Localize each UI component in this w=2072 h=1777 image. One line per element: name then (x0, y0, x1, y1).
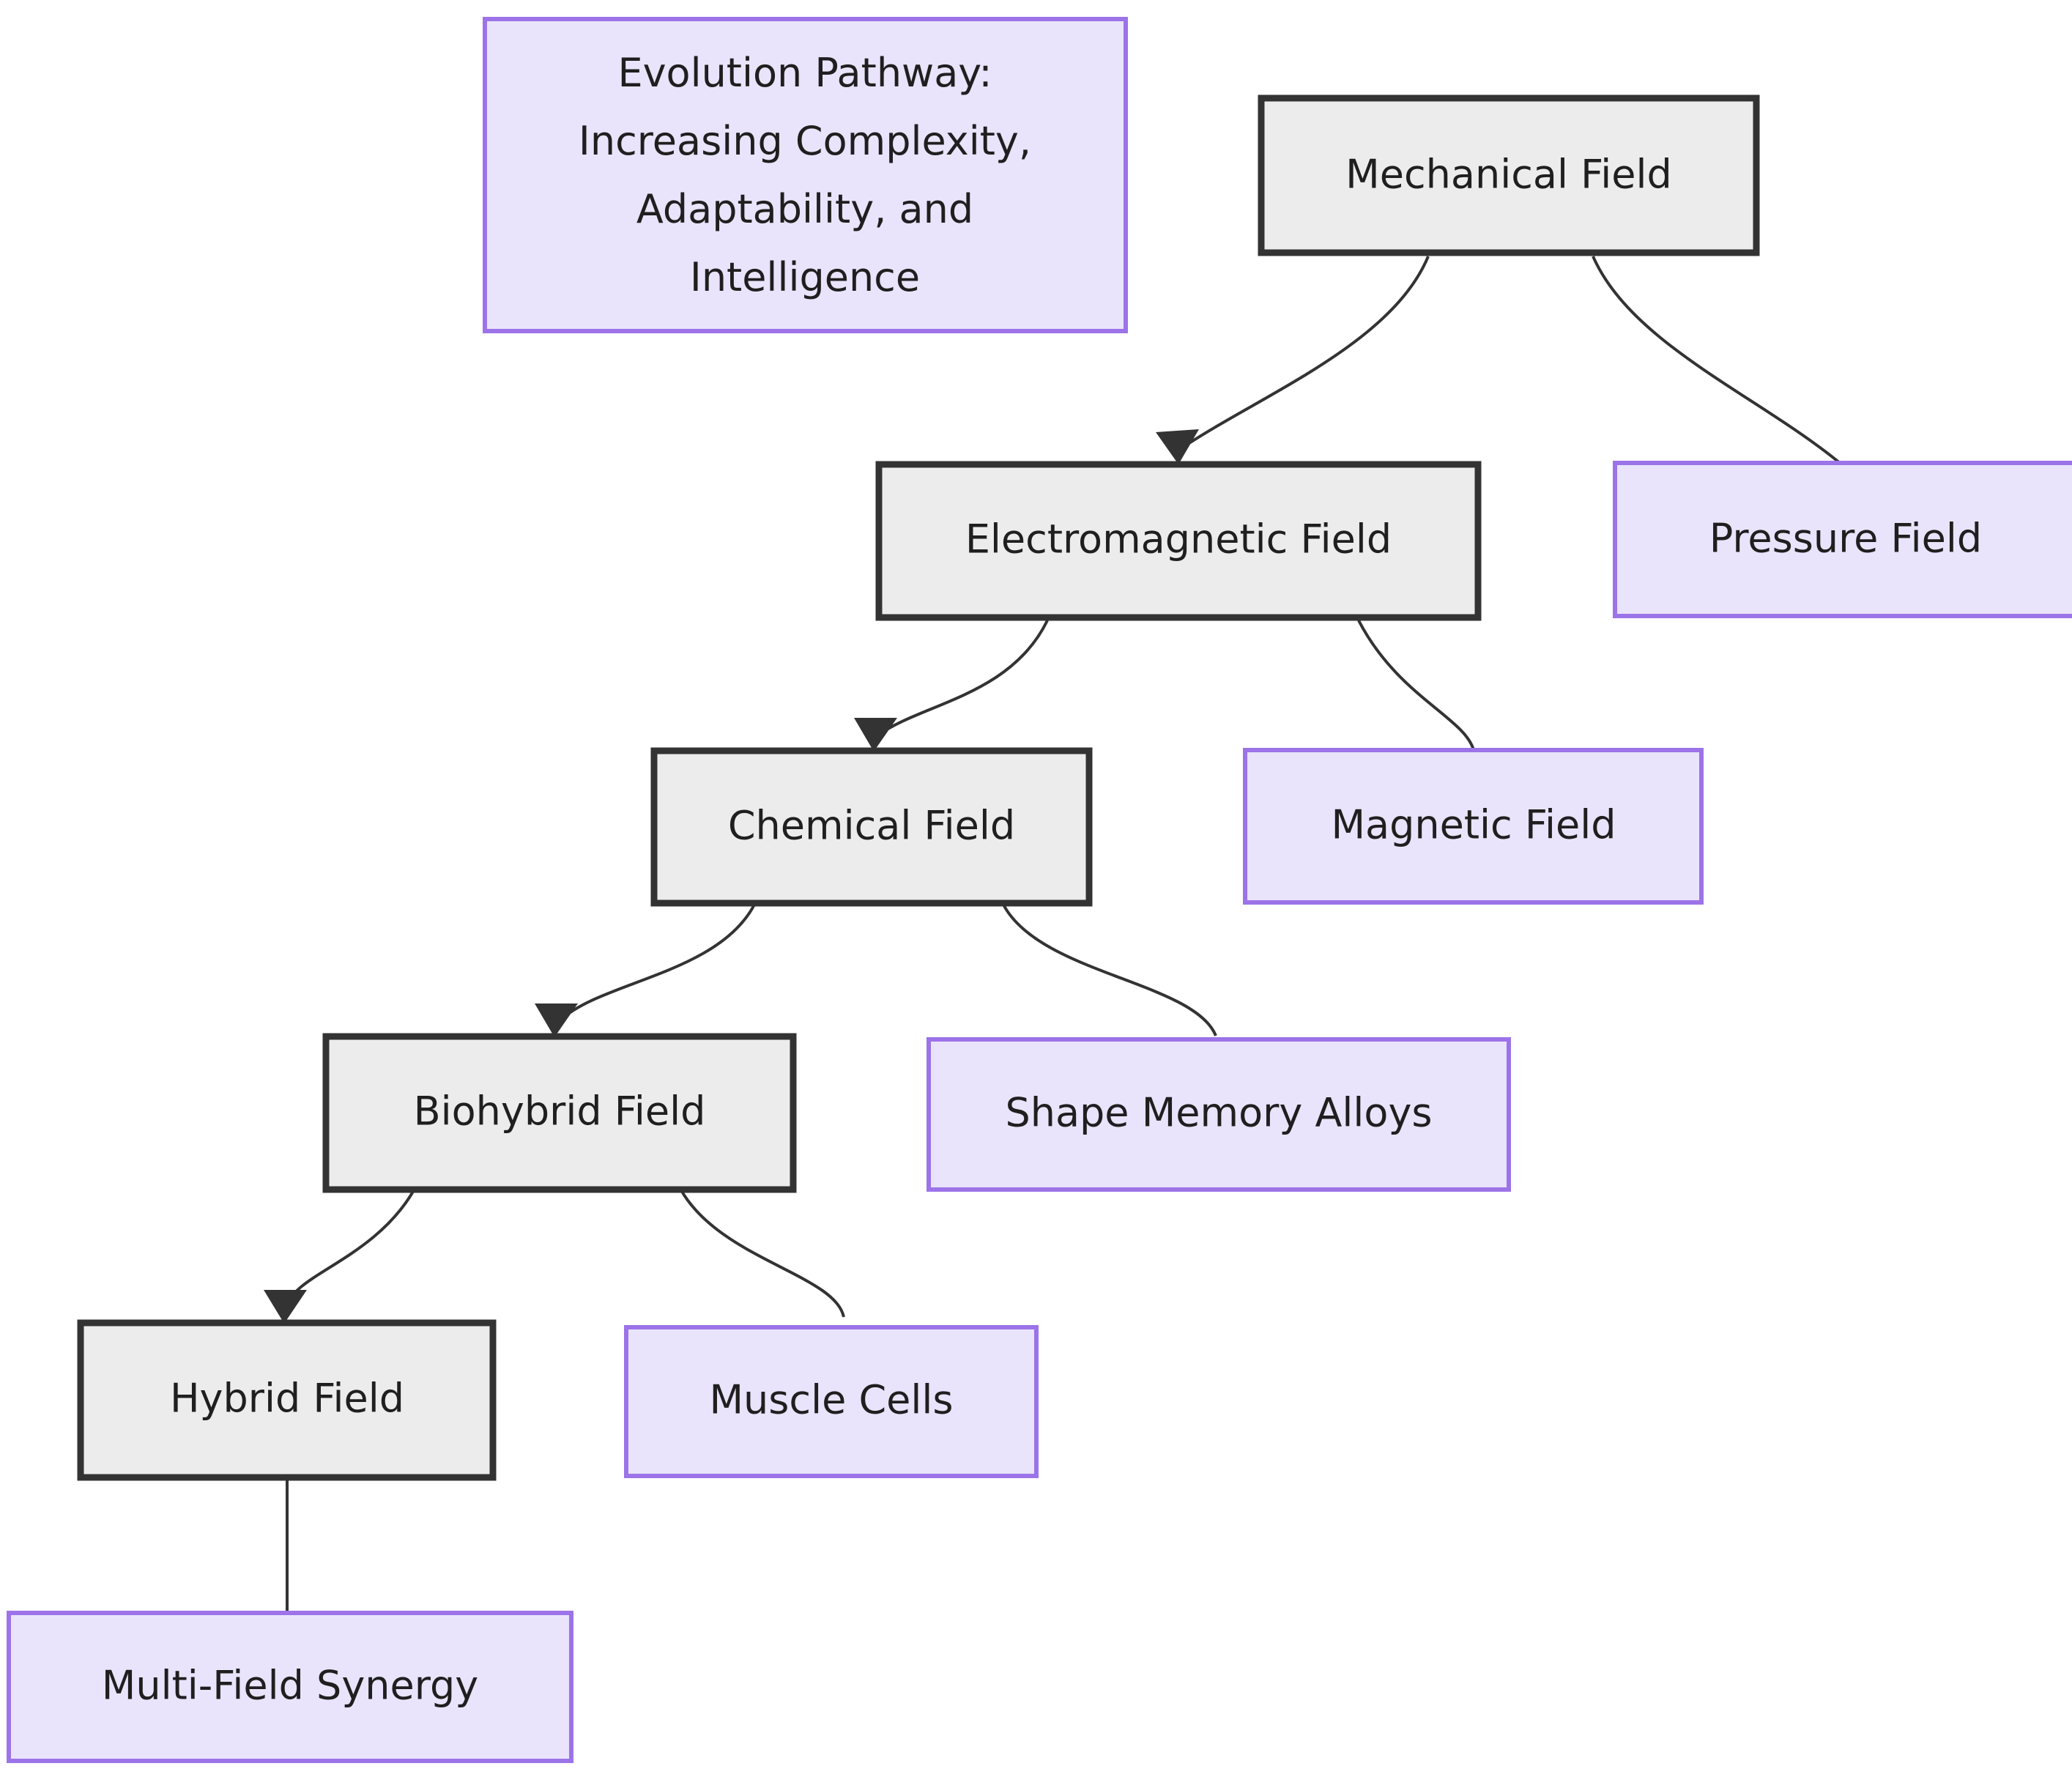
title-line-1: Evolution Pathway: (617, 50, 992, 96)
node-mechanical-field-rect[interactable] (1258, 94, 1760, 256)
node-chemical-field-rect[interactable] (650, 747, 1093, 907)
node-chemical-field[interactable]: Chemical Field (650, 747, 1093, 907)
node-biohybrid-field-label: Biohybrid Field (414, 1088, 706, 1135)
node-pressure-field-rect[interactable] (1613, 461, 2072, 618)
arrowhead-electromagnetic (1156, 429, 1199, 464)
node-electromagnetic-field-rect[interactable] (875, 461, 1482, 621)
node-multi-field-synergy-rect[interactable] (7, 1611, 573, 1763)
edge-chemical-to-biohybrid (559, 904, 756, 1022)
node-chemical-field-label: Chemical Field (728, 803, 1015, 849)
node-electromagnetic-field[interactable]: Electromagnetic Field (875, 461, 1482, 621)
node-shape-memory-alloys-label: Shape Memory Alloys (1005, 1090, 1432, 1136)
edge-biohybrid-to-hybrid (286, 1189, 415, 1307)
node-hybrid-field-rect[interactable] (77, 1319, 497, 1481)
arrowhead-hybrid (264, 1290, 307, 1324)
edge-mechanical-to-pressure (1592, 256, 1841, 464)
arrowhead-chemical (854, 718, 897, 752)
node-electromagnetic-field-label: Electromagnetic Field (965, 516, 1392, 563)
title-line-4: Intelligence (690, 254, 920, 300)
title-line-2: Increasing Complexity, (579, 118, 1031, 164)
node-mechanical-field-label: Mechanical Field (1345, 152, 1672, 198)
node-muscle-cells-label: Muscle Cells (709, 1377, 953, 1423)
node-hybrid-field-label: Hybrid Field (170, 1376, 404, 1422)
edges-layer (264, 256, 1841, 1611)
edge-electromagnetic-to-chemical (877, 620, 1049, 736)
node-biohybrid-field-rect[interactable] (322, 1033, 797, 1193)
edge-biohybrid-to-muscle-cells (680, 1189, 845, 1318)
edge-electromagnetic-to-magnetic (1357, 620, 1475, 751)
node-hybrid-field[interactable]: Hybrid Field (77, 1319, 497, 1481)
edge-mechanical-to-electromagnetic (1180, 256, 1430, 450)
node-muscle-cells[interactable]: Muscle Cells (624, 1325, 1039, 1478)
node-muscle-cells-rect[interactable] (624, 1325, 1039, 1478)
node-mechanical-field[interactable]: Mechanical Field (1258, 94, 1760, 256)
node-shape-memory-alloys-rect[interactable] (927, 1037, 1511, 1192)
arrowhead-biohybrid (535, 1003, 578, 1037)
node-pressure-field[interactable]: Pressure Field (1613, 461, 2072, 618)
edge-chemical-to-shape-memory (1002, 904, 1217, 1036)
node-magnetic-field[interactable]: Magnetic Field (1243, 748, 1704, 905)
node-magnetic-field-label: Magnetic Field (1331, 802, 1616, 848)
node-biohybrid-field[interactable]: Biohybrid Field (322, 1033, 797, 1193)
title-box-rect (483, 17, 1128, 333)
node-multi-field-synergy-label: Multi-Field Synergy (102, 1663, 478, 1709)
title-box: Evolution Pathway: Increasing Complexity… (483, 17, 1128, 333)
node-pressure-field-label: Pressure Field (1709, 516, 1982, 562)
title-line-3: Adaptability, and (636, 186, 973, 232)
node-multi-field-synergy[interactable]: Multi-Field Synergy (7, 1611, 573, 1763)
node-shape-memory-alloys[interactable]: Shape Memory Alloys (927, 1037, 1511, 1192)
node-magnetic-field-rect[interactable] (1243, 748, 1704, 905)
